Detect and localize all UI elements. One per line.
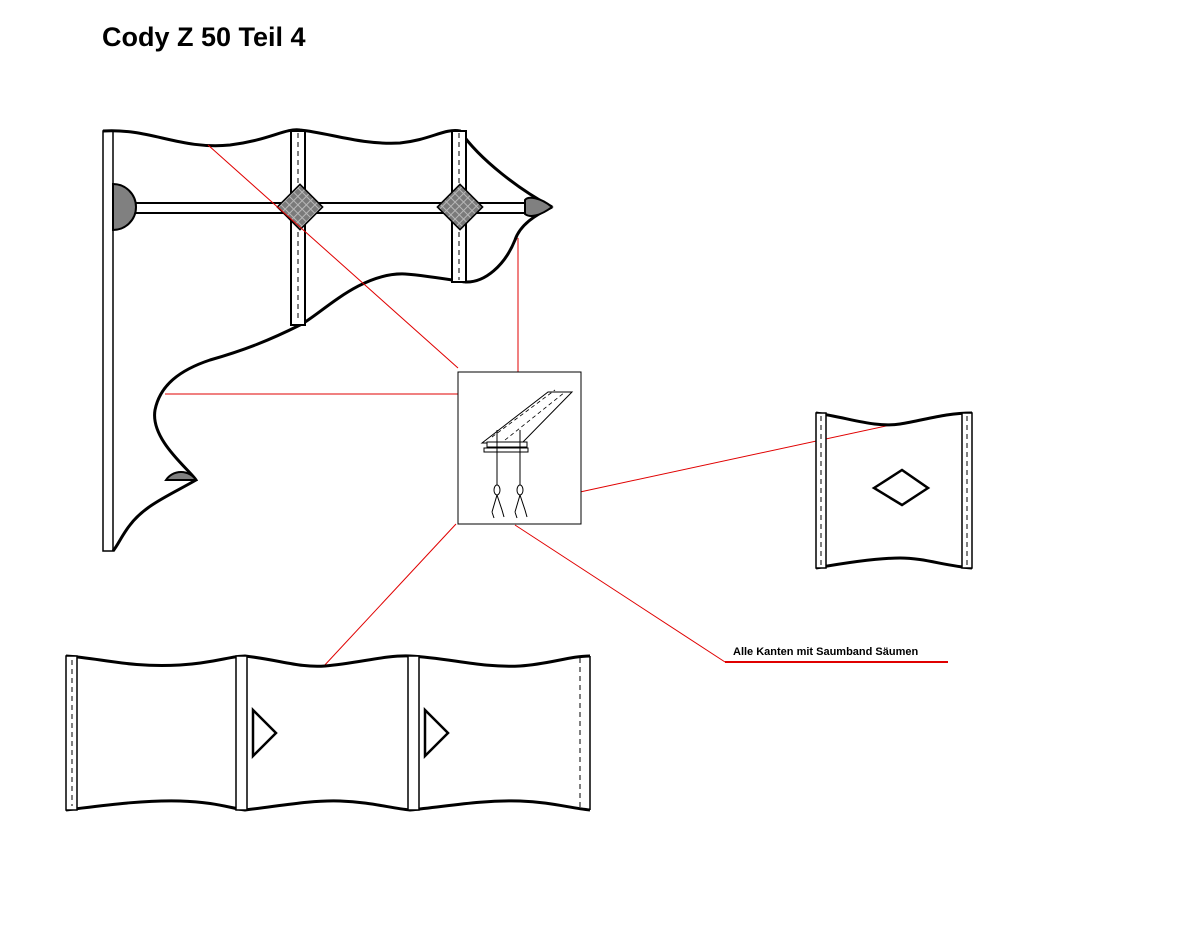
side-panel-right [815, 411, 973, 570]
hem-detail-box [457, 371, 582, 525]
sail-panel-main [102, 128, 554, 552]
leader-lines [165, 144, 948, 668]
lower-curve-edge [111, 272, 466, 552]
hem-tape-annotation: Alle Kanten mit Saumband Säumen [733, 646, 919, 658]
sail-panel-bottom [65, 654, 591, 812]
reinforcement-left [112, 182, 137, 232]
diamond-reinforcement-1 [276, 183, 324, 231]
diamond-marker [871, 468, 931, 507]
top-edge [102, 128, 553, 209]
diamond-reinforcement-2 [436, 183, 484, 231]
triangle-marker-2 [423, 706, 450, 760]
page-title: Cody Z 50 Teil 4 [102, 22, 306, 52]
triangle-marker-1 [251, 706, 278, 760]
right-edge [464, 205, 553, 284]
left-spar [102, 130, 114, 552]
reinforcement-bottom [164, 471, 198, 481]
reinforcement-tip [524, 196, 554, 217]
